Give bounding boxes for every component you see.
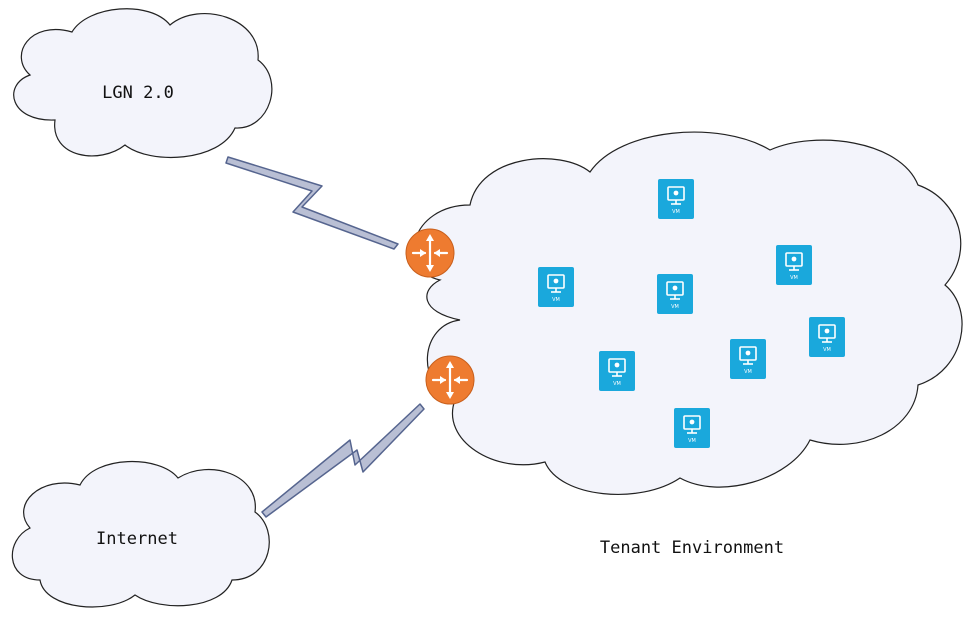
internet-cloud-shape <box>11 461 270 608</box>
virtual-machine-icon: VM <box>657 274 693 314</box>
vm-label: VM <box>744 369 752 375</box>
virtual-machine-icon: VM <box>674 408 710 448</box>
router-icon <box>425 355 475 405</box>
vm-label: VM <box>671 304 679 310</box>
lgn-cloud-shape <box>13 8 273 159</box>
lightning-link-icon <box>261 403 425 518</box>
internet-cloud: Internet <box>11 461 270 608</box>
vm-label: VM <box>790 275 798 281</box>
lgn-label: LGN 2.0 <box>102 83 174 103</box>
virtual-machine-icon: VM <box>776 245 812 285</box>
vm-label: VM <box>688 438 696 444</box>
vm-label: VM <box>613 381 621 387</box>
router-icon <box>405 228 455 278</box>
lightning-link-icon <box>225 156 399 250</box>
lgn-cloud: LGN 2.0 <box>13 8 273 159</box>
vm-label: VM <box>552 297 560 303</box>
virtual-machine-icon: VM <box>809 317 845 357</box>
virtual-machine-icon: VM <box>538 267 574 307</box>
vm-group: VM VM VM VM VM VM VM VM <box>538 179 845 448</box>
virtual-machine-icon: VM <box>599 351 635 391</box>
virtual-machine-icon: VM <box>658 179 694 219</box>
internet-label: Internet <box>96 529 178 549</box>
virtual-machine-icon: VM <box>730 339 766 379</box>
vm-label: VM <box>823 347 831 353</box>
vm-label: VM <box>672 209 680 215</box>
tenant-label: Tenant Environment <box>600 538 784 558</box>
